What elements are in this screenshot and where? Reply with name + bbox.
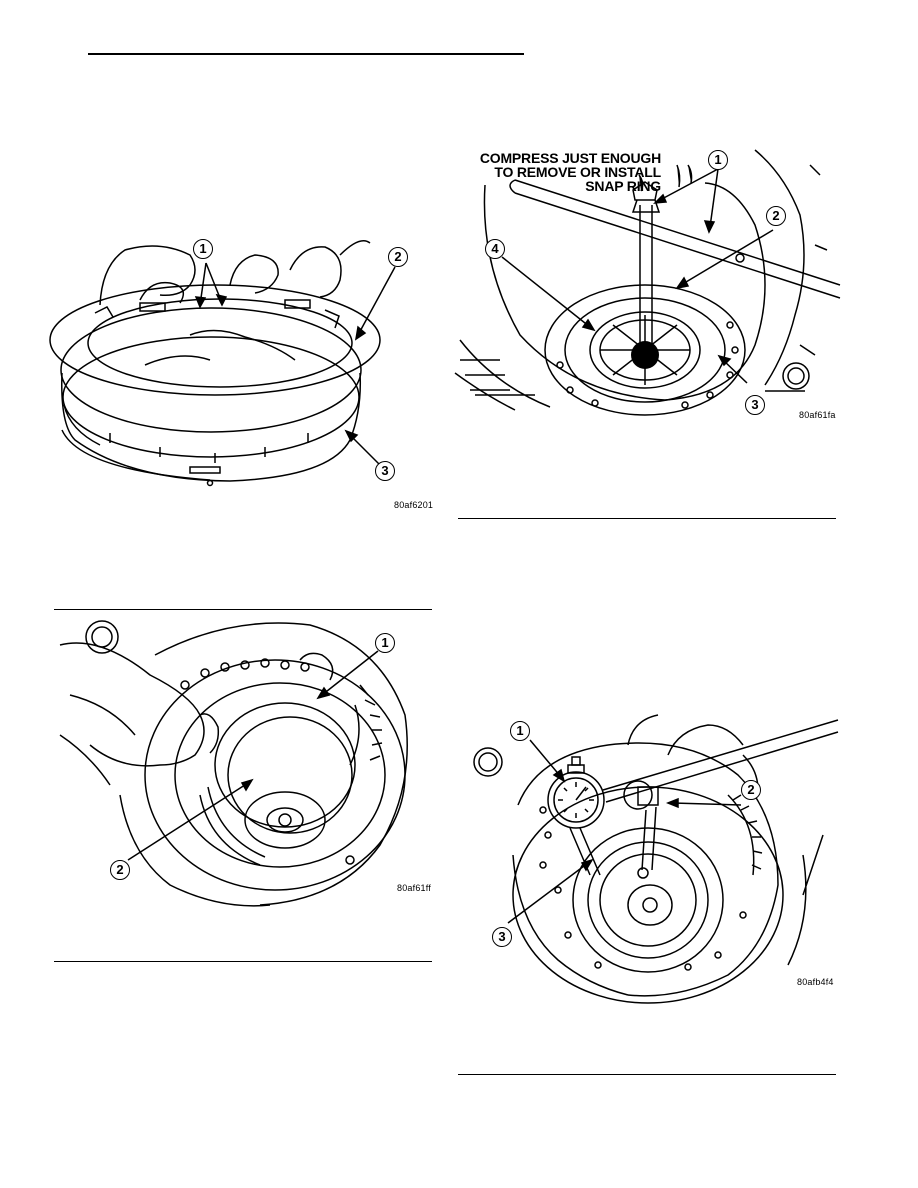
header-rule [88,53,524,55]
figure-4-callout-3: 3 [492,927,512,947]
figure-2-note-line-3: SNAP RING [585,178,661,194]
figure-1-callout-2: 2 [388,247,408,267]
figure-2: COMPRESS JUST ENOUGH TO REMOVE OR INSTAL… [454,145,841,420]
figure-3-callout-1: 1 [375,633,395,653]
figure-2-code: 80af61fa [799,410,836,420]
figure-2-illustration [454,149,841,416]
figure-1-callout-3: 3 [375,461,395,481]
figure-3: 1 2 80af61ff [59,615,435,907]
figure-4-bottom-rule [458,1074,836,1075]
figure-2-callout-1: 1 [708,150,728,170]
figure-1-code: 80af6201 [394,500,434,510]
figure-4-illustration [473,714,839,1004]
figure-3-top-rule [54,609,432,610]
figure-3-illustration [59,620,408,907]
figure-2-note-line-2: TO REMOVE OR INSTALL [494,164,661,180]
figure-4: 1 2 3 80afb4f4 [458,714,839,1004]
figure-1-callout-1: 1 [193,239,213,259]
figure-2-note: COMPRESS JUST ENOUGH TO REMOVE OR INSTAL… [455,151,661,193]
figure-3-callout-2: 2 [110,860,130,880]
figure-3-code: 80af61ff [397,883,431,893]
figure-2-callout-4: 4 [485,239,505,259]
figure-4-callout-2: 2 [741,780,761,800]
figure-1-illustration [49,240,396,487]
figure-1: 1 2 3 80af6201 [40,225,440,520]
figure-4-code: 80afb4f4 [797,977,834,987]
figure-2-bottom-rule [458,518,836,519]
figure-2-note-line-1: COMPRESS JUST ENOUGH [479,150,661,166]
figure-3-bottom-rule [54,961,432,962]
figure-2-callout-3: 3 [745,395,765,415]
figure-2-callout-2: 2 [766,206,786,226]
figure-4-callout-1: 1 [510,721,530,741]
